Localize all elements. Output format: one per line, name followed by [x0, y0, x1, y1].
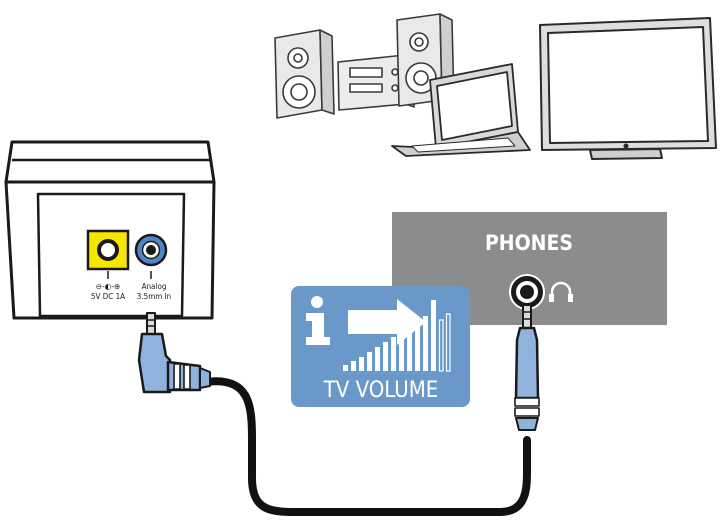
headphone-icon: [549, 281, 573, 302]
analog-input-port: [134, 233, 168, 279]
power-port: [86, 229, 130, 279]
stereo-system-illustration: [274, 13, 455, 119]
volume-bars-icon: [343, 300, 451, 372]
phones-label: PHONES: [485, 231, 573, 255]
power-port-symbol: ⊖-◐-⊕: [96, 282, 121, 291]
tv-volume-label: TV VOLUME: [323, 378, 439, 403]
power-port-label: 5V DC 1A: [91, 292, 125, 301]
right-straight-plug: [514, 304, 540, 431]
phones-jack-port: [509, 274, 545, 310]
left-angled-plug: [137, 312, 211, 394]
analog-port-label-line1: Analog: [142, 282, 167, 291]
tv-illustration: [539, 17, 717, 160]
info-icon: [306, 296, 330, 345]
audio-cable: [201, 377, 531, 516]
laptop-illustration: [391, 63, 531, 157]
analog-port-label-line2: 3.5mm In: [137, 292, 171, 301]
arrow-right-icon: [348, 299, 426, 345]
